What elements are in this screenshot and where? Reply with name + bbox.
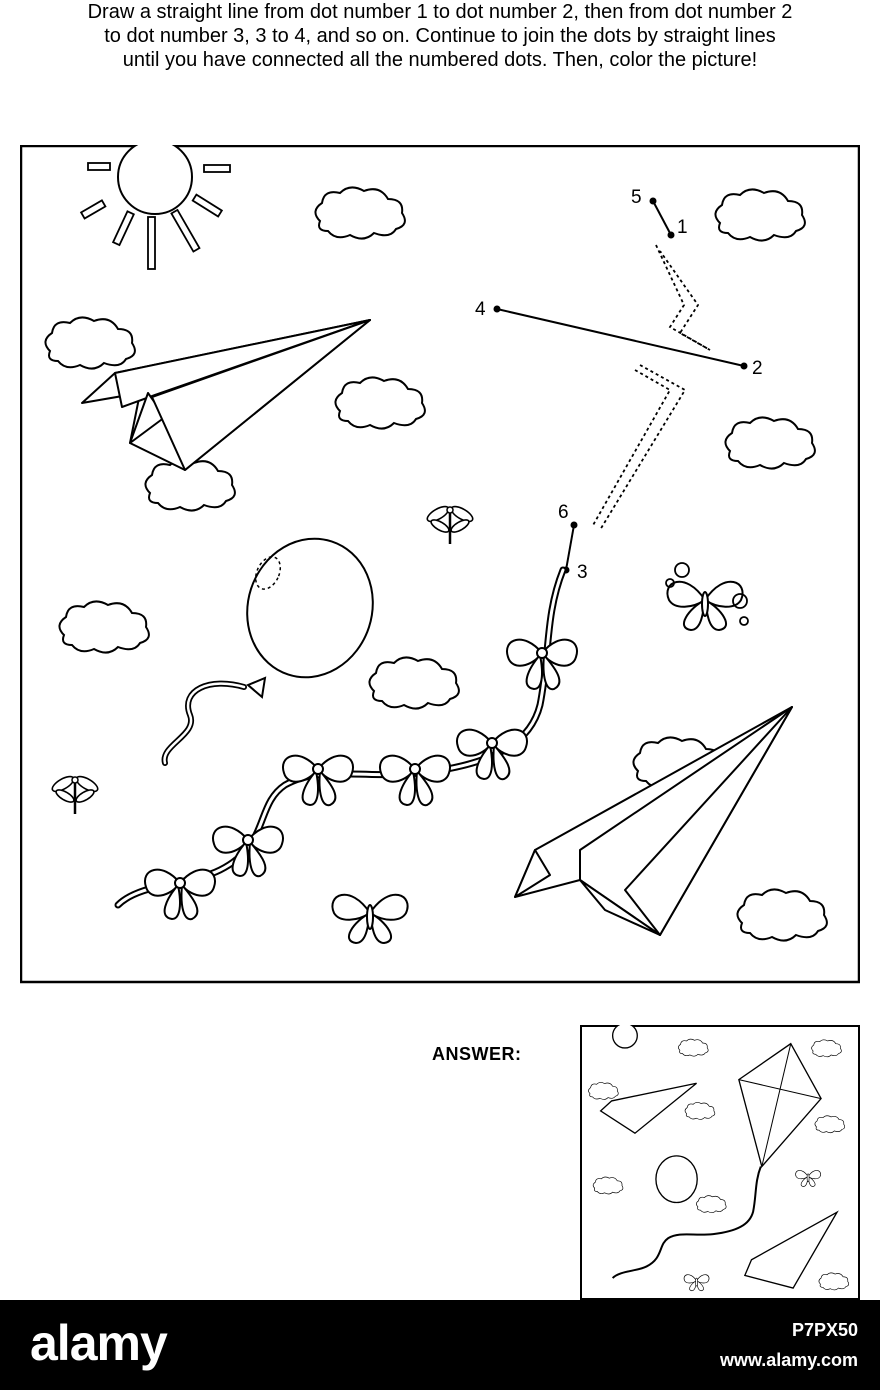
answer-label: ANSWER: [432, 1044, 522, 1064]
paper-plane-bottom [514, 706, 793, 936]
answer-thumbnail [580, 1025, 860, 1300]
dot-label-3: 3 [577, 562, 588, 583]
alamy-logo: alamy [30, 1315, 168, 1371]
dot-label-1: 1 [677, 217, 688, 238]
puzzle-frame [20, 145, 860, 984]
site-url: www.alamy.com [719, 1350, 858, 1370]
instructions-text: Draw a straight line from dot number 1 t… [87, 1, 793, 71]
kite-tail [114, 566, 579, 921]
dot-label-6: 6 [558, 502, 569, 523]
puzzle-canvas: 1 2 3 4 5 6 [20, 145, 860, 984]
balloon-icon [161, 537, 374, 766]
kite-dots: 1 2 3 4 5 6 [475, 187, 763, 583]
dot-label-5: 5 [631, 187, 642, 208]
paper-plane-top [81, 319, 371, 471]
sun-icon [79, 145, 231, 270]
dot-label-4: 4 [475, 299, 486, 320]
image-id: P7PX50 [791, 1320, 858, 1340]
footer-bar: alamy P7PX50 www.alamy.com [0, 1300, 880, 1390]
butterfly-spots [665, 562, 749, 626]
dot-label-2: 2 [752, 358, 763, 379]
